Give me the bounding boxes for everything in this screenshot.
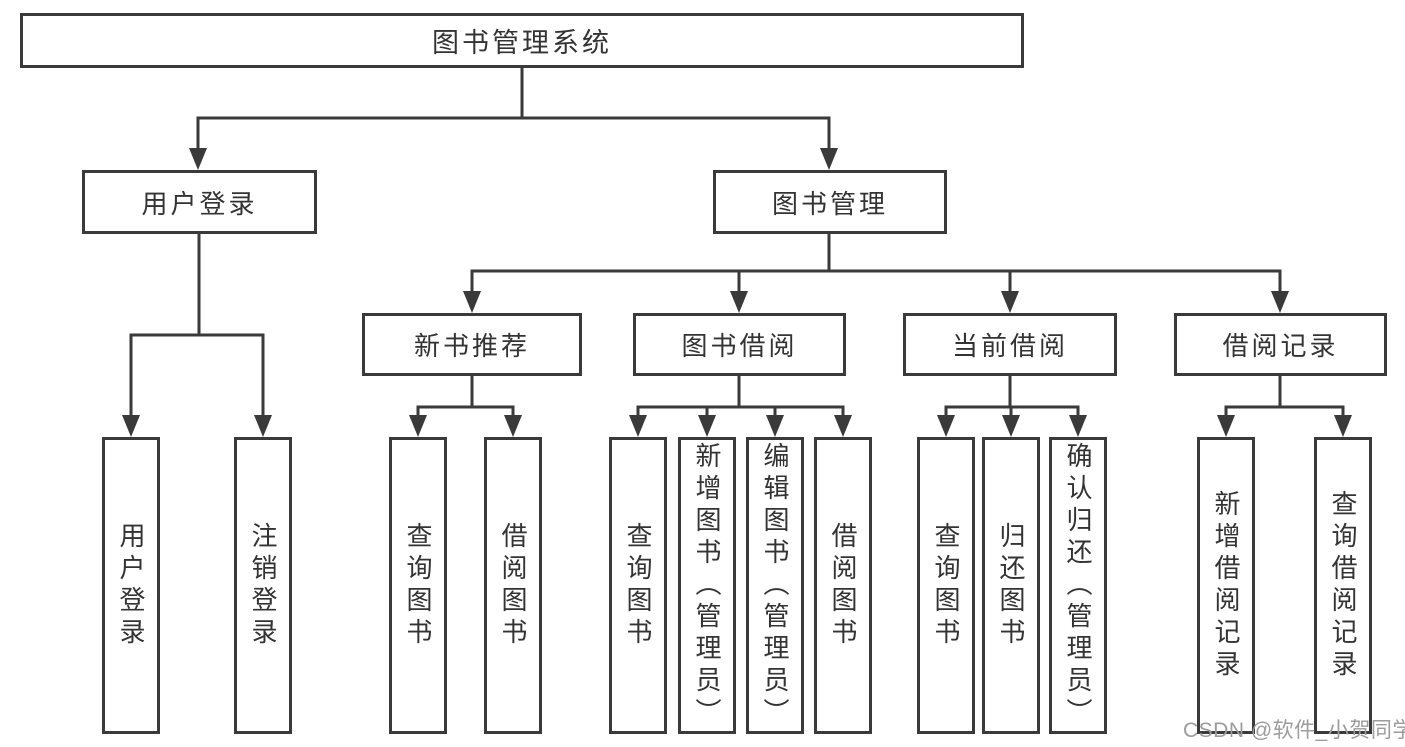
node-label: 注销登录 [248,521,278,650]
leaf-current-query-books: 查询图书 [917,437,975,734]
arrowhead [1001,291,1019,313]
connector-book-manage [470,232,1282,295]
connector-records [1224,374,1345,419]
node-label: 新增图书（管理员） [692,441,722,730]
leaf-borrow-edit-books-admin: 编辑图书（管理员） [746,437,804,734]
arrowhead [254,415,272,437]
node-borrowing-records: 借阅记录 [1174,313,1387,376]
leaf-current-confirm-return-admin: 确认归还（管理员） [1049,437,1107,734]
arrowhead [698,415,716,437]
node-label: 借阅记录 [1222,331,1339,361]
node-label: 用户登录 [141,188,258,219]
arrowhead [1334,415,1352,437]
csdn-watermark: CSDN @软件_小贺同学 [1183,719,1405,742]
leaf-user-login: 用户登录 [102,437,160,734]
arrowhead [1271,291,1289,313]
arrowhead [730,291,748,313]
leaf-current-return-books: 归还图书 [982,437,1040,734]
leaf-borrow-add-books-admin: 新增图书（管理员） [678,437,736,734]
node-label: 归还图书 [996,521,1026,650]
leaf-borrow-borrow-books: 借阅图书 [814,437,872,734]
leaf-records-add-borrow-record: 新增借阅记录 [1197,437,1255,734]
node-library-management-system: 图书管理系统 [20,13,1024,68]
node-book-borrowing: 图书借阅 [633,313,846,376]
node-user-login: 用户登录 [82,170,317,234]
connector-current [944,374,1080,419]
node-label: 借阅图书 [498,521,528,650]
arrowhead [629,415,647,437]
arrowhead [463,291,481,313]
node-label: 确认归还（管理员） [1063,441,1093,730]
node-label: 编辑图书（管理员） [760,441,790,730]
arrowhead [766,415,784,437]
arrowhead [1002,415,1020,437]
node-label: 查询借阅记录 [1328,489,1358,682]
node-label: 图书管理 [771,188,888,219]
arrowhead [834,415,852,437]
node-label: 当前借阅 [951,331,1068,361]
connector-root [196,66,831,152]
connector-user-login [129,232,265,419]
arrowhead [937,415,955,437]
node-label: 用户登录 [116,521,146,650]
node-label: 新书推荐 [413,331,530,361]
arrowhead [409,415,427,437]
node-label: 图书管理系统 [432,28,612,58]
node-label: 查询图书 [623,521,653,650]
node-new-book-recommend: 新书推荐 [362,313,582,376]
node-label: 借阅图书 [828,521,858,650]
leaf-borrow-query-books: 查询图书 [609,437,667,734]
arrowhead [122,415,140,437]
connector-recommend [416,374,515,419]
leaf-recommend-borrow-books: 借阅图书 [484,437,542,734]
node-label: 查询图书 [931,521,961,650]
arrowhead [820,148,838,170]
arrowhead [504,415,522,437]
node-label: 查询图书 [403,521,433,650]
arrowhead [1069,415,1087,437]
connector-borrow [636,374,845,419]
node-book-management: 图书管理 [713,170,947,234]
arrowhead [189,148,207,170]
leaf-records-query-borrow-record: 查询借阅记录 [1314,437,1372,734]
leaf-recommend-query-books: 查询图书 [389,437,447,734]
arrowhead [1217,415,1235,437]
leaf-logout: 注销登录 [234,437,292,734]
node-label: 图书借阅 [681,331,798,361]
node-label: 新增借阅记录 [1211,489,1241,682]
node-current-borrowing: 当前借阅 [903,313,1117,376]
